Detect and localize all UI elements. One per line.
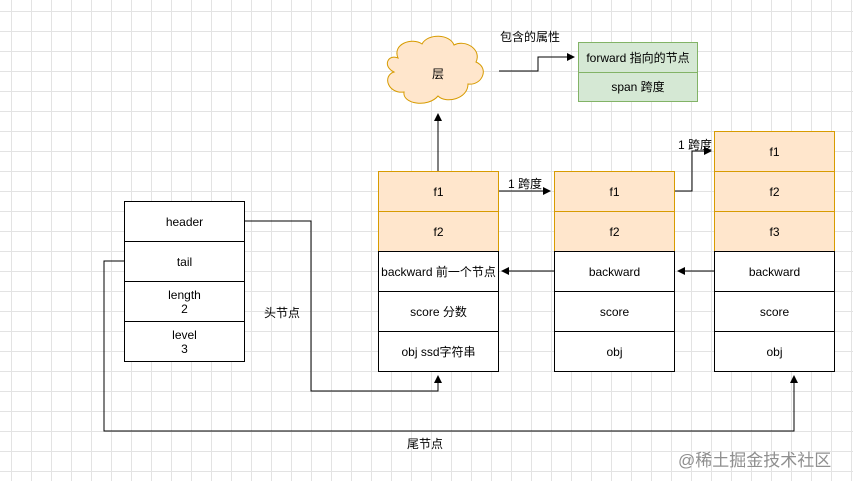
node2-level-f1: f1 — [554, 171, 675, 212]
node1-score: score 分数 — [378, 291, 499, 332]
node1-obj: obj ssd字符串 — [378, 331, 499, 372]
attr-span: span 跨度 — [578, 72, 698, 102]
node2-score: score — [554, 291, 675, 332]
cloud-shape — [386, 35, 484, 104]
attr-forward: forward 指向的节点 — [578, 42, 698, 73]
node3-level-f1: f1 — [714, 131, 835, 172]
tail-node-label: 尾节点 — [407, 437, 444, 451]
node1-level-f1: f1 — [378, 171, 499, 212]
zsl-tail: tail — [124, 241, 245, 282]
head-node-label: 头节点 — [264, 306, 301, 320]
zsl-length: length 2 — [124, 281, 245, 322]
node3-backward: backward — [714, 251, 835, 292]
node3-score: score — [714, 291, 835, 332]
attribute-title: 包含的属性 — [500, 30, 561, 44]
node2-obj: obj — [554, 331, 675, 372]
node1-backward: backward 前一个节点 — [378, 251, 499, 292]
cloud-label: 层 — [432, 67, 445, 81]
zsl-header: header — [124, 201, 245, 242]
node1-level-f2: f2 — [378, 211, 499, 252]
span-label-1: 1 跨度 — [508, 177, 543, 191]
zsl-level: level 3 — [124, 321, 245, 362]
tail-pointer-arrow — [103, 260, 798, 432]
node2-backward: backward — [554, 251, 675, 292]
node2-level-f2: f2 — [554, 211, 675, 252]
header-pointer-arrow — [244, 220, 442, 392]
node3-obj: obj — [714, 331, 835, 372]
watermark: @稀土掘金技术社区 — [678, 451, 832, 470]
forward-arrow-2 — [674, 147, 712, 192]
node3-level-f2: f2 — [714, 171, 835, 212]
cloud-to-attributes-arrow — [499, 53, 575, 72]
span-label-2: 1 跨度 — [678, 138, 713, 152]
node3-level-f3: f3 — [714, 211, 835, 252]
